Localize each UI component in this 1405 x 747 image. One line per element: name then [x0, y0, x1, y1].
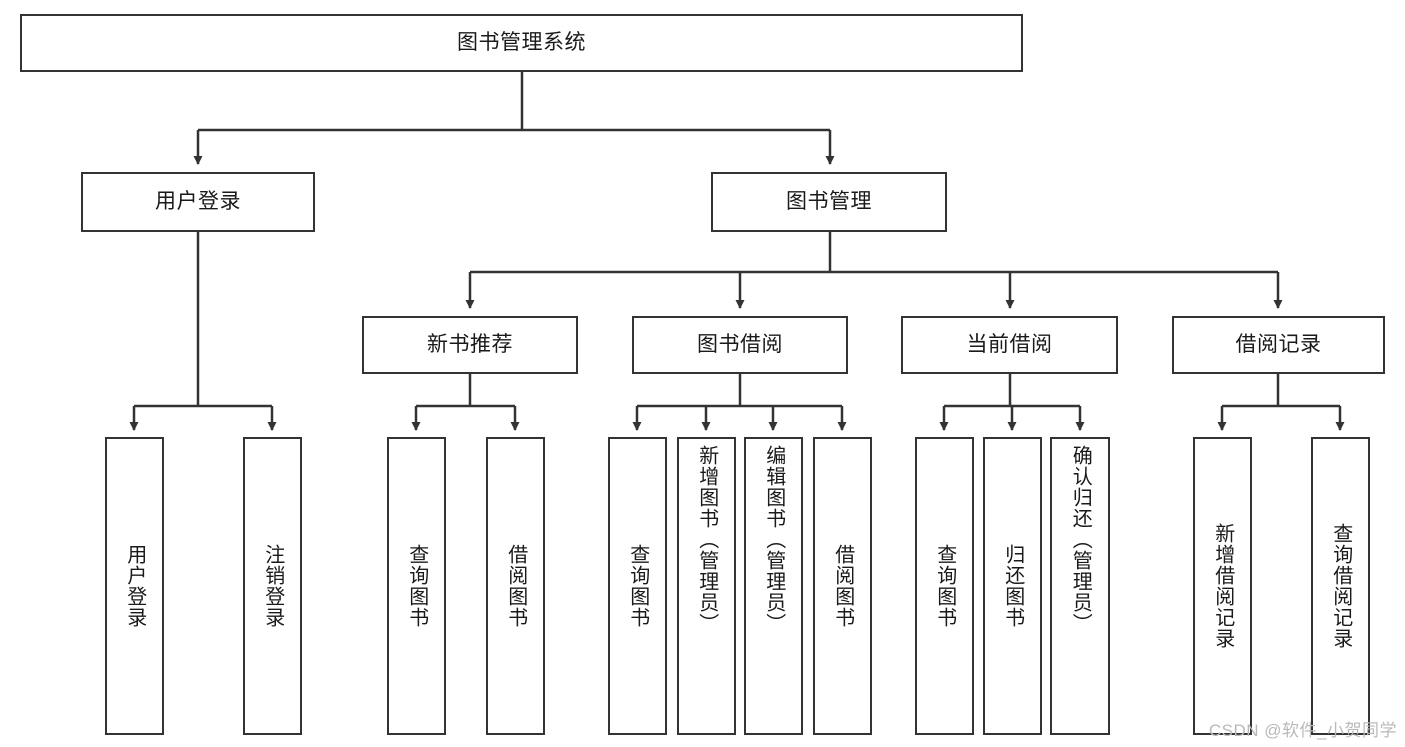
leaf-add-book-admin[interactable]: 新增图书（管理员）	[677, 437, 736, 735]
node-label: 查询借阅记录	[1329, 523, 1352, 649]
leaf-query-book-recommend[interactable]: 查询图书	[387, 437, 446, 735]
node-new-book-recommend[interactable]: 新书推荐	[362, 316, 578, 374]
node-label: 图书借阅	[697, 333, 783, 357]
leaf-borrow-book[interactable]: 借阅图书	[813, 437, 872, 735]
node-borrow-record[interactable]: 借阅记录	[1172, 316, 1385, 374]
leaf-confirm-return-admin[interactable]: 确认归还（管理员）	[1050, 437, 1110, 735]
node-book-management[interactable]: 图书管理	[711, 172, 947, 232]
node-label: 新增借阅记录	[1211, 523, 1234, 649]
leaf-user-login[interactable]: 用户登录	[105, 437, 164, 735]
leaf-query-book-borrow[interactable]: 查询图书	[608, 437, 667, 735]
node-label: 确认归还（管理员）	[1069, 445, 1092, 634]
node-label: 注销登录	[261, 544, 284, 628]
node-label: 借阅图书	[504, 544, 527, 628]
leaf-add-borrow-record[interactable]: 新增借阅记录	[1193, 437, 1252, 735]
csdn-watermark: CSDN @软件_小贺同学	[1208, 721, 1397, 740]
node-current-borrow[interactable]: 当前借阅	[901, 316, 1118, 374]
node-label: 用户登录	[123, 544, 146, 628]
leaf-borrow-book-recommend[interactable]: 借阅图书	[486, 437, 545, 735]
node-book-borrow[interactable]: 图书借阅	[632, 316, 848, 374]
leaf-query-book-current[interactable]: 查询图书	[915, 437, 974, 735]
node-label: 查询图书	[933, 544, 956, 628]
node-label: 归还图书	[1001, 544, 1024, 628]
node-label: 查询图书	[626, 544, 649, 628]
leaf-edit-book-admin[interactable]: 编辑图书（管理员）	[744, 437, 803, 735]
node-label: 借阅图书	[831, 544, 854, 628]
node-label: 当前借阅	[966, 333, 1053, 357]
node-label: 借阅记录	[1235, 333, 1322, 357]
node-label: 新增图书（管理员）	[695, 445, 718, 634]
leaf-return-book[interactable]: 归还图书	[983, 437, 1042, 735]
node-root-book-management-system[interactable]: 图书管理系统	[20, 14, 1023, 72]
leaf-query-borrow-record[interactable]: 查询借阅记录	[1311, 437, 1370, 735]
node-label: 编辑图书（管理员）	[762, 445, 785, 634]
node-label: 图书管理系统	[457, 31, 586, 55]
node-label: 图书管理	[786, 190, 872, 214]
node-label: 新书推荐	[427, 333, 513, 357]
node-label: 查询图书	[405, 544, 428, 628]
node-user-login[interactable]: 用户登录	[81, 172, 315, 232]
node-label: 用户登录	[155, 190, 241, 214]
leaf-logout[interactable]: 注销登录	[243, 437, 302, 735]
